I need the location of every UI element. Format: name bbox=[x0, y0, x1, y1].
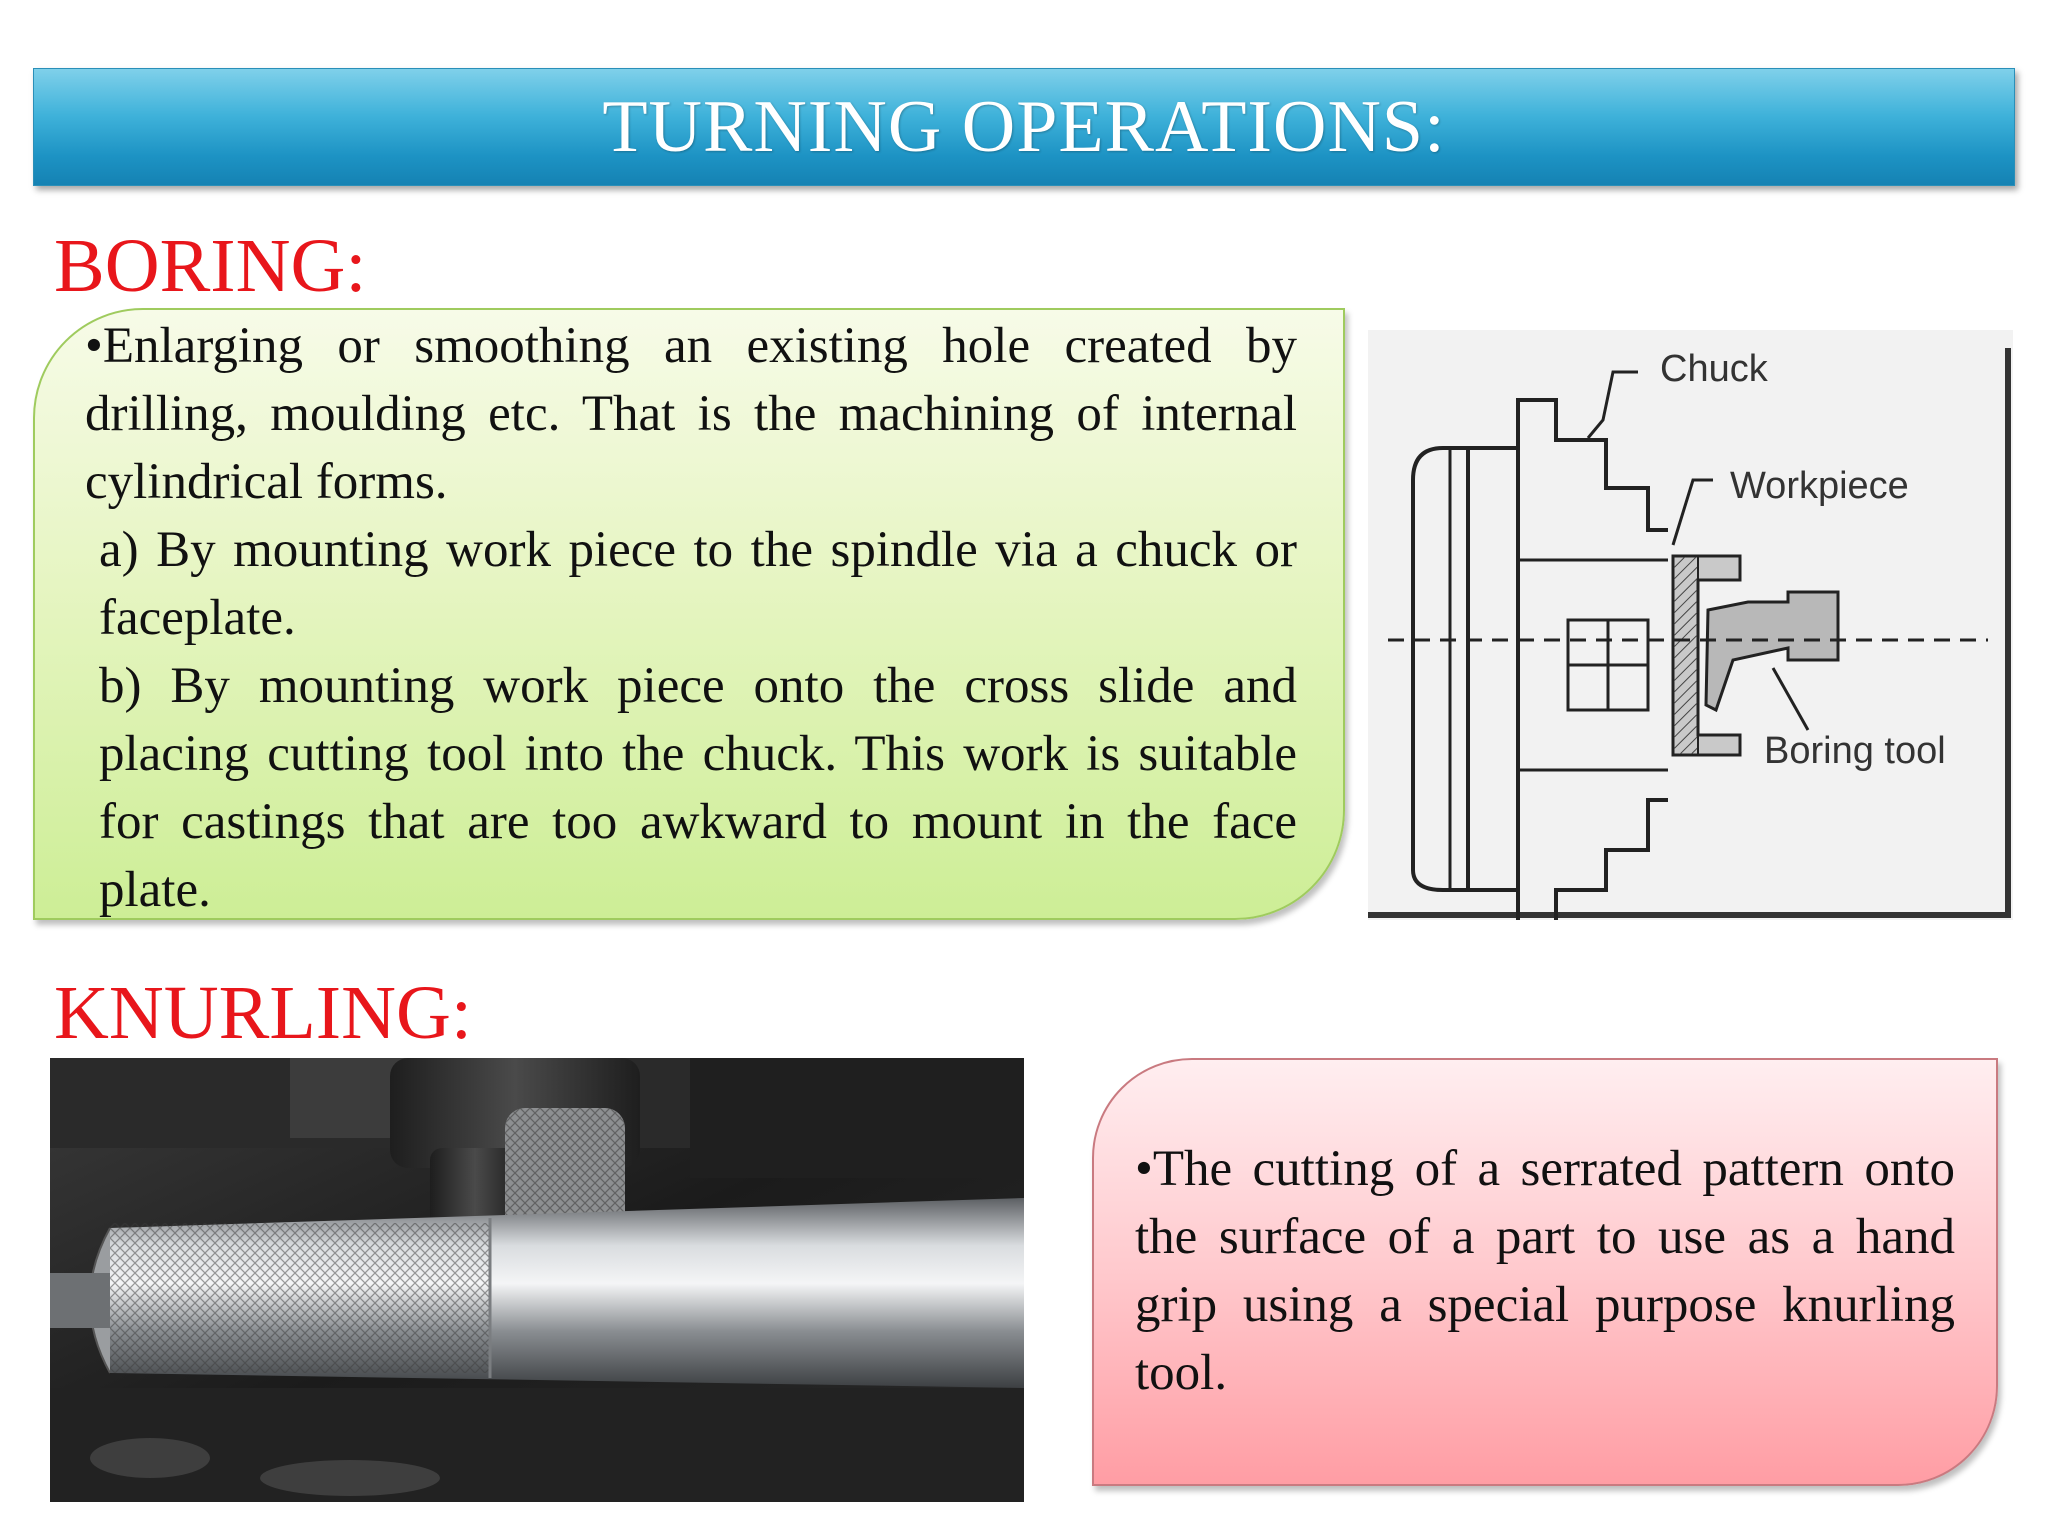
slide-title: TURNING OPERATIONS: bbox=[602, 85, 1446, 168]
boring-description: •Enlarging or smoothing an existing hole… bbox=[85, 312, 1297, 924]
knurling-photo-image bbox=[50, 1058, 1024, 1502]
diagram-label-boring-tool: Boring tool bbox=[1764, 730, 1946, 772]
knurling-text-box bbox=[1092, 1058, 1998, 1486]
knurling-photo bbox=[50, 1058, 1024, 1502]
knurling-heading: KNURLING: bbox=[54, 971, 472, 1055]
boring-diagram-drawing bbox=[1368, 330, 2013, 937]
title-banner: TURNING OPERATIONS: bbox=[33, 68, 2015, 186]
boring-heading: BORING: bbox=[54, 224, 367, 308]
boring-item-b: b) By mounting work piece onto the cross… bbox=[99, 658, 1297, 918]
knurling-description: •The cutting of a serrated pattern onto … bbox=[1135, 1135, 1955, 1407]
knurling-bullet: •The cutting of a serrated pattern onto … bbox=[1135, 1141, 1955, 1401]
boring-text-box bbox=[33, 308, 1345, 920]
boring-diagram: Chuck Workpiece Boring tool bbox=[1368, 330, 2013, 937]
diagram-label-workpiece: Workpiece bbox=[1730, 465, 1909, 507]
diagram-label-chuck: Chuck bbox=[1660, 348, 1768, 390]
boring-item-a: a) By mounting work piece to the spindle… bbox=[99, 522, 1297, 646]
boring-bullet: •Enlarging or smoothing an existing hole… bbox=[85, 318, 1297, 510]
